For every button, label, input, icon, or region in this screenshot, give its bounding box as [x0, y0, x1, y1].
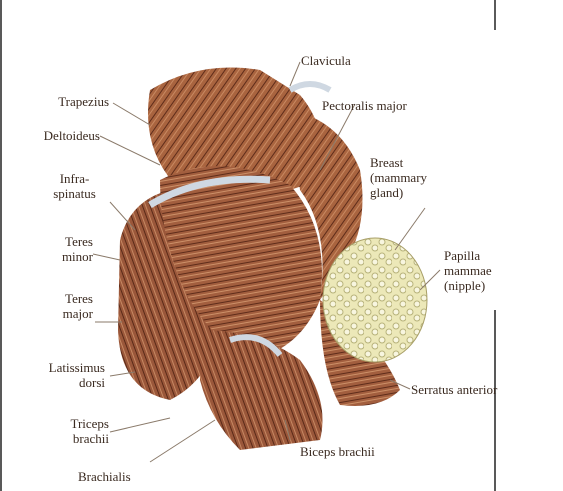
- breast-gland: [323, 238, 427, 362]
- label-biceps-brachii: Biceps brachii: [300, 444, 375, 459]
- label-clavicula: Clavicula: [301, 53, 351, 68]
- label-trapezius: Trapezius: [16, 94, 109, 109]
- clavicle-bone: [290, 84, 330, 90]
- label-serratus-anterior: Serratus anterior: [411, 382, 497, 397]
- arm-shape: [200, 330, 323, 450]
- label-deltoideus: Deltoideus: [5, 128, 100, 143]
- label-pectoralis-major: Pectoralis major: [322, 98, 407, 113]
- label-brachialis: Brachialis: [78, 469, 131, 484]
- label-infraspinatus: Infra-spinatus: [42, 171, 107, 201]
